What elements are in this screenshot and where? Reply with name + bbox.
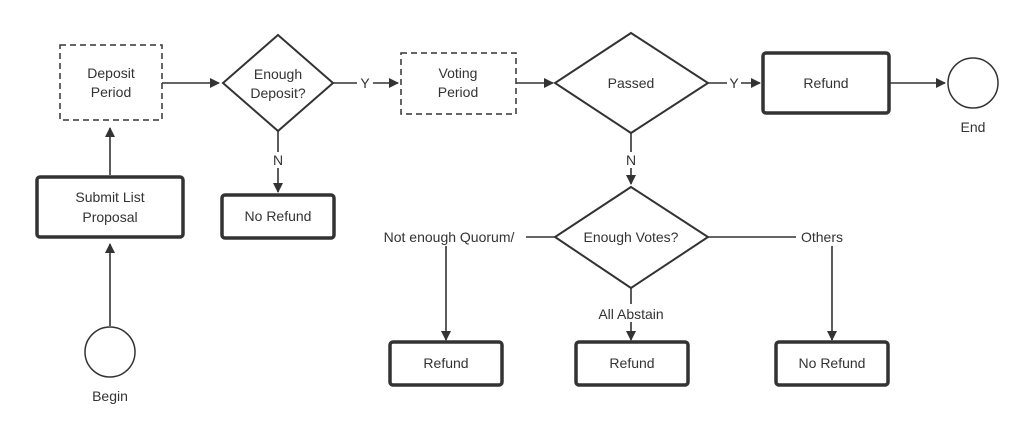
edge-label-others: Others [801, 229, 843, 245]
node-voting-period: Voting Period [400, 52, 517, 115]
node-no-refund-deposit: No Refund [220, 193, 336, 240]
node-enough-votes: Enough Votes? [553, 185, 710, 290]
node-voting-period-line1: Voting [439, 65, 478, 81]
node-begin: Begin [84, 326, 136, 404]
edge-label-passed-yes: Y [729, 75, 739, 91]
node-deposit-period: Deposit Period [59, 44, 163, 121]
node-submit-proposal: Submit List Proposal [35, 175, 185, 239]
edge-label-deposit-no: N [273, 152, 283, 168]
node-enough-deposit-line1: Enough [254, 66, 302, 82]
node-no-refund-others-label: No Refund [799, 355, 866, 371]
node-begin-label: Begin [92, 388, 128, 404]
node-enough-votes-label: Enough Votes? [584, 229, 679, 245]
node-voting-period-line2: Period [438, 84, 478, 100]
node-refund-quorum-label: Refund [423, 355, 468, 371]
node-passed: Passed [553, 31, 710, 135]
node-end: End [947, 57, 999, 135]
edges [105, 83, 946, 340]
edge-labels: Y N Y N Not enough Quorum/ All Abstain O… [273, 75, 843, 322]
node-refund-quorum: Refund [388, 340, 504, 387]
edge-votes-to-quorum-refund [446, 236, 555, 340]
node-enough-deposit: Enough Deposit? [221, 33, 335, 133]
node-refund-abstain: Refund [574, 340, 690, 387]
node-deposit-period-line1: Deposit [87, 65, 135, 81]
node-enough-deposit-line2: Deposit? [250, 85, 305, 101]
node-refund-top: Refund [761, 51, 891, 115]
edge-votes-to-others-no-refund [708, 236, 832, 340]
edge-label-abstain: All Abstain [598, 306, 663, 322]
node-refund-top-label: Refund [803, 75, 848, 91]
node-no-refund-others: No Refund [774, 340, 890, 387]
edge-label-passed-no: N [626, 152, 636, 168]
edge-label-deposit-yes: Y [360, 75, 370, 91]
node-refund-abstain-label: Refund [609, 355, 654, 371]
node-passed-label: Passed [608, 75, 655, 91]
edge-label-quorum: Not enough Quorum/ [384, 229, 515, 245]
node-submit-proposal-line2: Proposal [82, 209, 137, 225]
node-end-label: End [961, 119, 986, 135]
node-deposit-period-line2: Period [91, 84, 131, 100]
node-submit-proposal-line1: Submit List [75, 189, 144, 205]
node-no-refund-deposit-label: No Refund [245, 208, 312, 224]
